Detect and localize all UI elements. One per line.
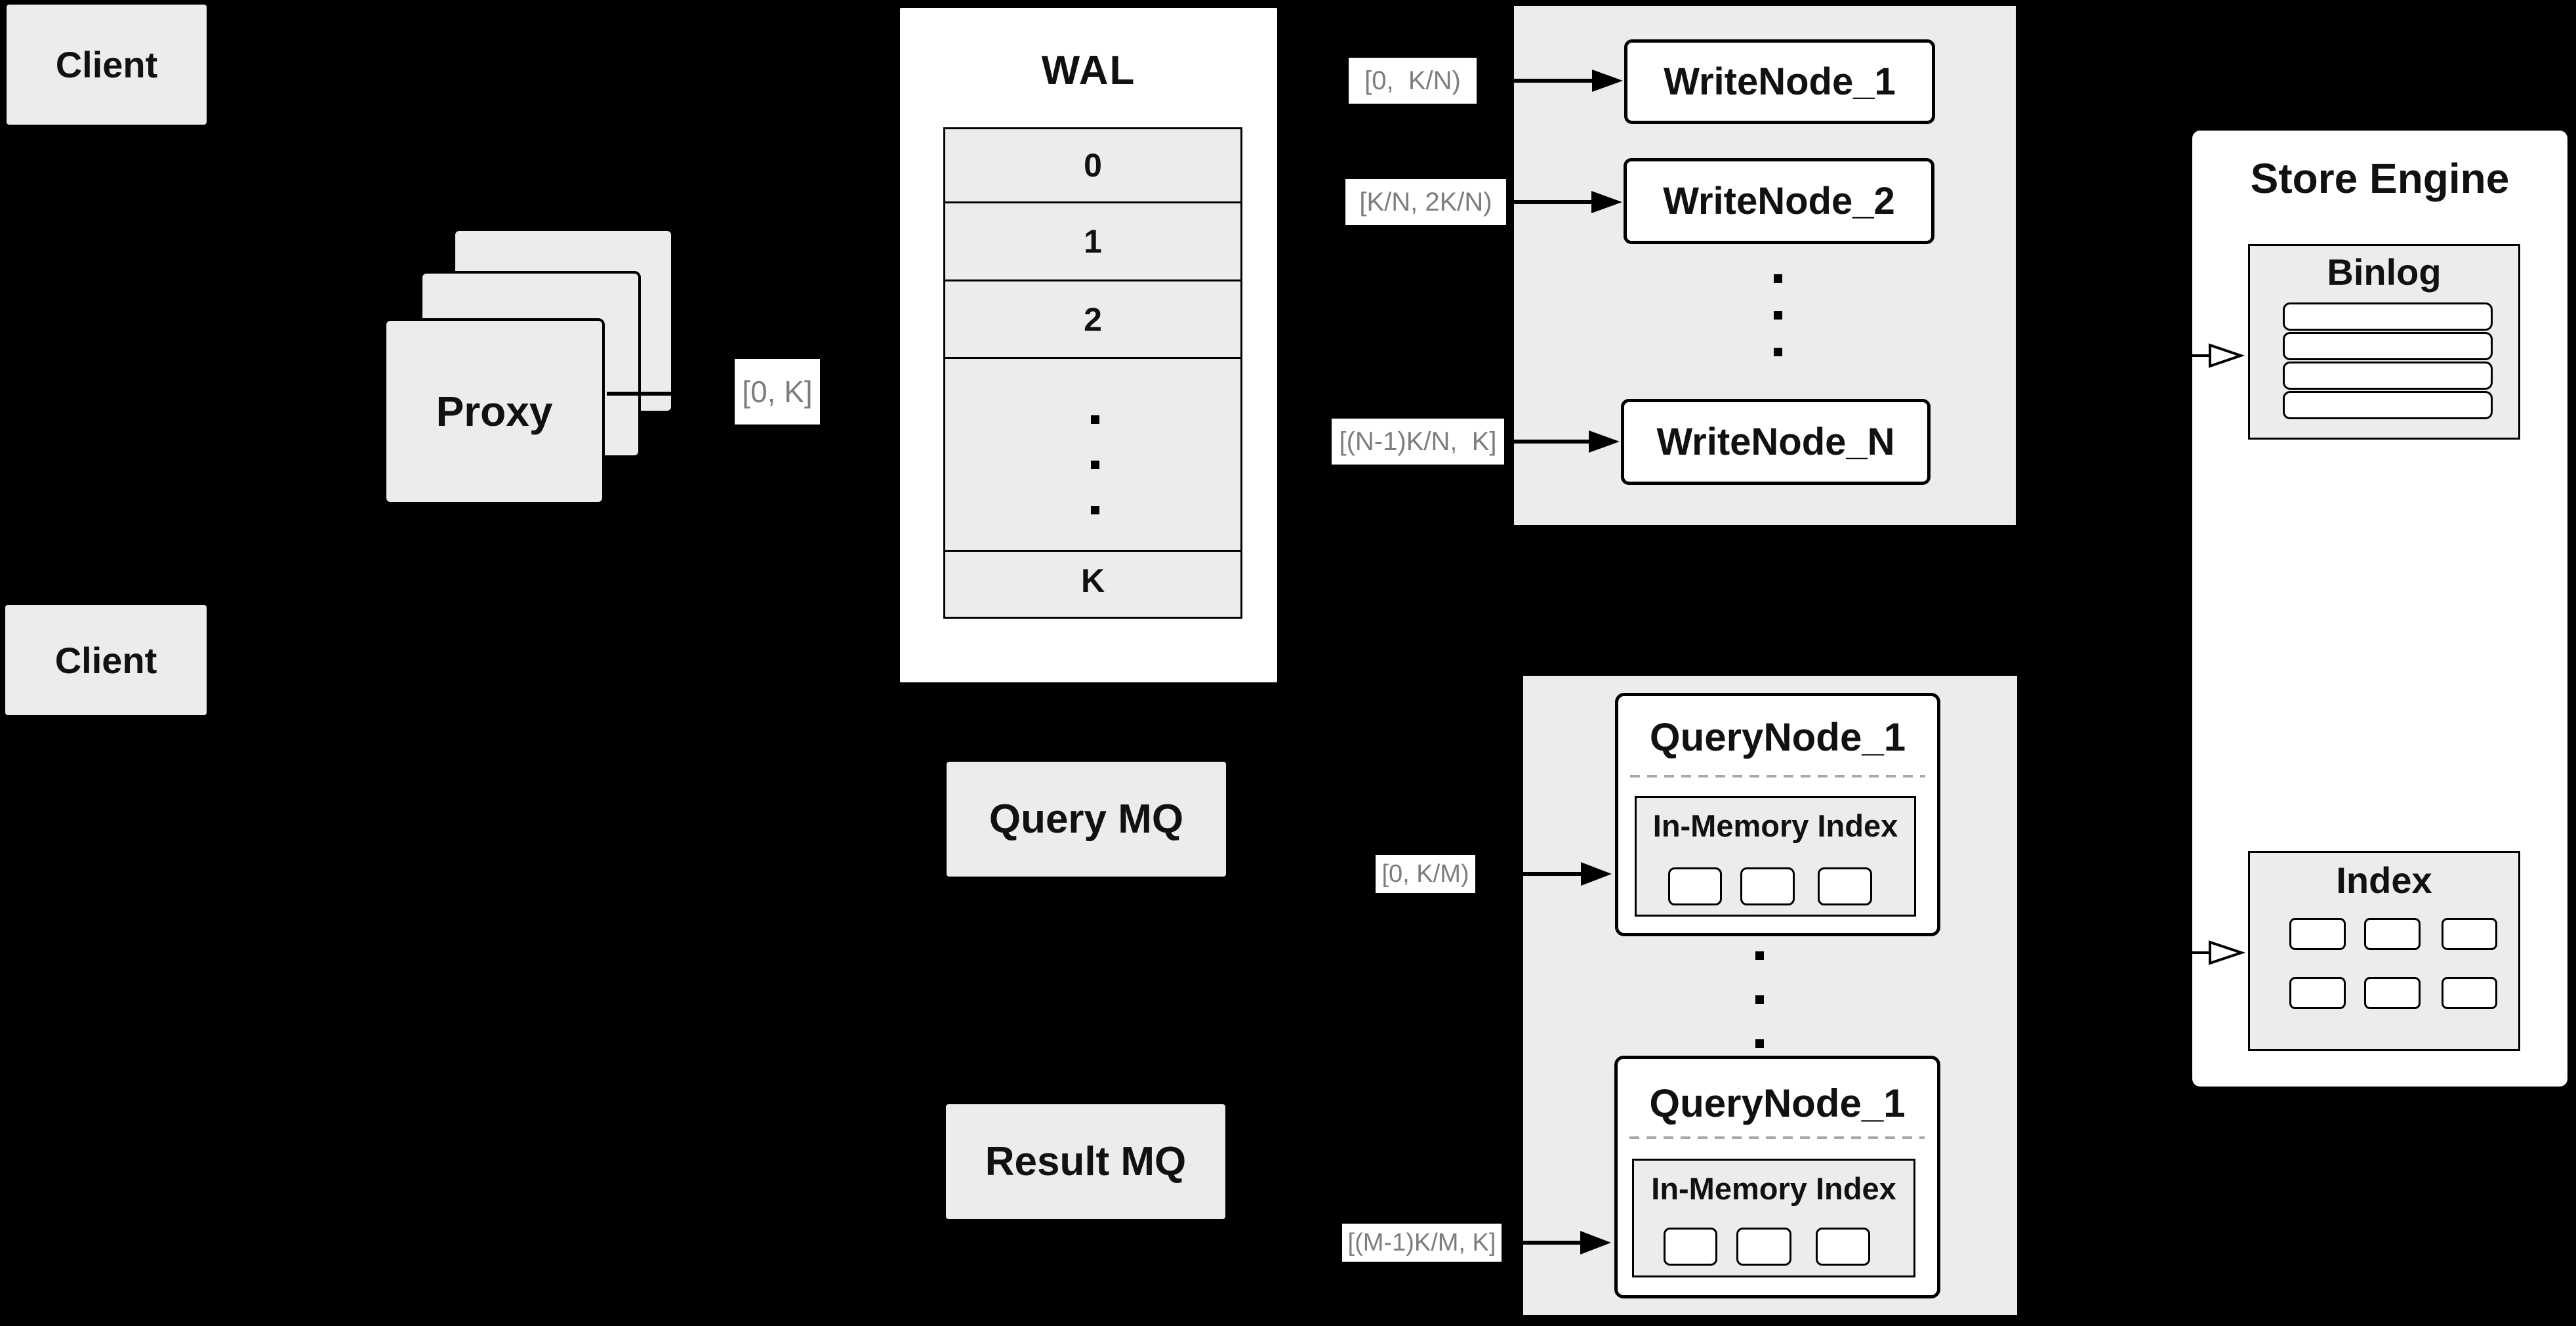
query-mq-box: Query MQ xyxy=(947,762,1226,877)
query-node-bottom-title: QueryNode_1 xyxy=(1649,1081,1906,1125)
segment-cell xyxy=(1740,867,1795,905)
query-node-bottom-separator xyxy=(1629,1136,1925,1139)
client-top-label: Client xyxy=(55,44,158,85)
range-label-proxy-wal: [0, K] xyxy=(735,359,820,425)
arrowhead-proxy-to-wal xyxy=(867,383,897,405)
write-node-2: WriteNode_2 xyxy=(1624,158,1934,244)
range-label-query-first: [0, K/M) xyxy=(1376,855,1475,893)
proxy-label: Proxy xyxy=(436,388,553,435)
range-label-write-1: [0, K/N) xyxy=(1349,58,1477,104)
write-node-n: WriteNode_N xyxy=(1621,399,1931,485)
wal-segment-2: 2 xyxy=(945,281,1240,359)
wal-segment-k: K xyxy=(1080,562,1105,599)
segment-cell xyxy=(1816,1228,1870,1266)
segment-cell xyxy=(1818,867,1872,905)
query-cluster-vertical-ellipsis xyxy=(1755,951,1764,1048)
query-node-bottom: QueryNode_1 In-Memory Index xyxy=(1614,1056,1940,1298)
binlog-row xyxy=(2283,391,2493,419)
query-node-top-separator xyxy=(1630,775,1925,777)
result-mq-box: Result MQ xyxy=(946,1104,1225,1219)
query-node-top: QueryNode_1 In-Memory Index xyxy=(1615,693,1940,936)
query-node-top-title: QueryNode_1 xyxy=(1649,715,1906,759)
wal-box: WAL 0 1 2 K xyxy=(897,5,1280,685)
wal-segment-more xyxy=(945,359,1240,552)
segment-cell xyxy=(1668,867,1722,905)
wal-vertical-ellipsis xyxy=(1091,415,1099,514)
binlog-row xyxy=(2283,362,2493,390)
binlog-box: Binlog xyxy=(2248,244,2520,440)
index-cell xyxy=(2364,977,2421,1009)
range-label-write-n: [(N-1)K/N, K] xyxy=(1332,419,1504,465)
wal-title: WAL xyxy=(1041,47,1136,93)
in-memory-index-top: In-Memory Index xyxy=(1635,796,1916,917)
binlog-title: Binlog xyxy=(2327,251,2442,293)
write-cluster-vertical-ellipsis xyxy=(1774,274,1782,356)
segment-cell xyxy=(1664,1228,1717,1266)
write-node-cluster: WriteNode_1 WriteNode_2 WriteNode_N xyxy=(1514,6,2016,525)
proxy-stack: Proxy xyxy=(384,228,674,505)
wal-segment-stack: 0 1 2 K xyxy=(943,127,1242,619)
in-memory-index-bottom: In-Memory Index xyxy=(1632,1159,1915,1277)
in-memory-index-bottom-title: In-Memory Index xyxy=(1651,1171,1896,1206)
binlog-row xyxy=(2283,302,2493,331)
binlog-row xyxy=(2283,332,2493,360)
store-engine-box: Store Engine Binlog Index xyxy=(2190,128,2570,1089)
index-cell xyxy=(2442,977,2497,1009)
range-label-query-last: [(M-1)K/M, K] xyxy=(1342,1224,1502,1262)
query-node-cluster: QueryNode_1 In-Memory Index QueryNode_1 xyxy=(1523,676,2017,1315)
write-node-1: WriteNode_1 xyxy=(1624,39,1935,124)
wal-segment-1: 1 xyxy=(945,203,1240,281)
store-engine-title: Store Engine xyxy=(2250,155,2510,202)
index-cell xyxy=(2364,918,2421,950)
proxy-card-front: Proxy xyxy=(384,318,605,505)
wal-segment-0: 0 xyxy=(945,129,1240,203)
client-box-bottom: Client xyxy=(5,605,207,715)
in-memory-index-top-title: In-Memory Index xyxy=(1652,808,1898,843)
index-cell xyxy=(2289,918,2346,950)
index-box: Index xyxy=(2248,851,2520,1051)
index-cell xyxy=(2289,977,2346,1009)
client-bottom-label: Client xyxy=(54,639,157,681)
segment-cell xyxy=(1736,1228,1791,1266)
index-cell xyxy=(2442,918,2497,950)
client-box-top: Client xyxy=(7,5,207,125)
range-label-write-2: [K/N, 2K/N) xyxy=(1345,179,1506,225)
index-title: Index xyxy=(2336,859,2432,901)
